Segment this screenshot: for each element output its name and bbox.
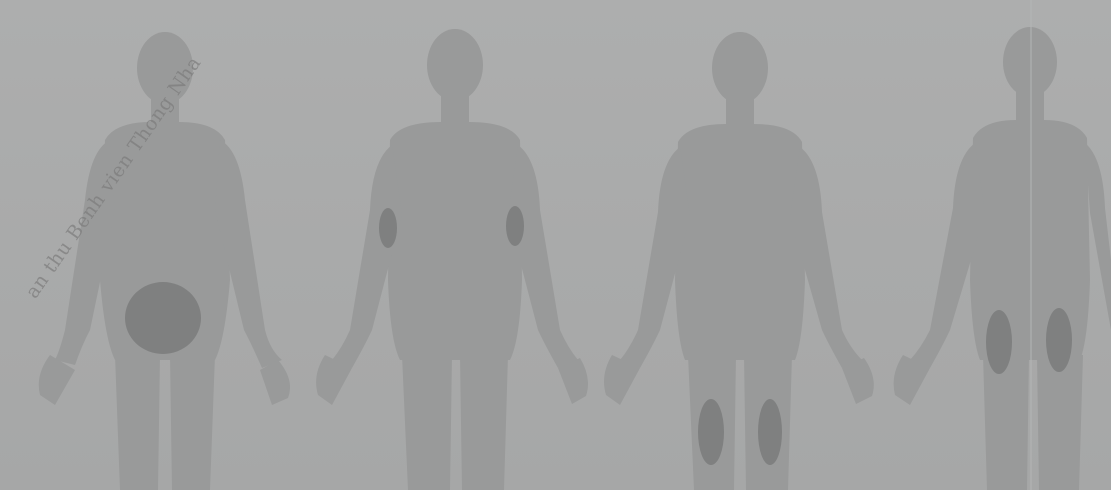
- figure-upper-arms-svg: [310, 0, 590, 490]
- injection-site-abdomen: [125, 282, 201, 354]
- body-silhouette: [316, 29, 588, 490]
- injection-site-right-buttock: [1046, 308, 1072, 372]
- figure-upper-arms: [310, 0, 590, 490]
- injection-site-left-upper-arm: [379, 208, 397, 248]
- figure-thighs: [600, 0, 880, 490]
- body-silhouette: [894, 27, 1111, 490]
- scan-line: [1030, 0, 1032, 490]
- injection-site-left-thigh: [698, 399, 724, 465]
- figure-buttocks: [885, 0, 1111, 490]
- injection-site-right-upper-arm: [506, 206, 524, 246]
- injection-site-right-thigh: [758, 399, 782, 465]
- figure-buttocks-svg: [885, 0, 1111, 490]
- figure-thighs-svg: [600, 0, 880, 490]
- body-silhouette: [604, 32, 874, 490]
- injection-site-left-buttock: [986, 310, 1012, 374]
